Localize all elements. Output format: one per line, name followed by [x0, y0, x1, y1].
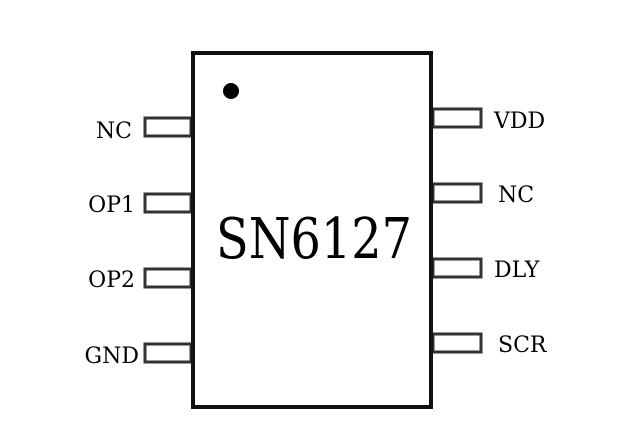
right-pin-2: NC	[431, 182, 534, 208]
pin1-marker-dot	[223, 83, 239, 99]
chip-body	[191, 51, 433, 409]
pin-label: VDD	[493, 109, 545, 134]
pin-label: NC	[96, 119, 132, 144]
right-pins: VDD NC DLY SCR	[431, 107, 548, 358]
left-pin-3: OP2	[88, 267, 193, 293]
left-pins: NC OP1 OP2 GND	[85, 116, 193, 369]
pin-lead	[431, 107, 483, 129]
left-pin-4: GND	[85, 342, 193, 369]
right-pin-3: DLY	[431, 257, 540, 283]
pin-lead	[143, 192, 193, 214]
pin-label: DLY	[494, 258, 540, 283]
pin-label: NC	[498, 183, 534, 208]
pin-lead	[431, 257, 483, 279]
right-pin-1: VDD	[431, 107, 545, 134]
pin-label: SCR	[498, 333, 548, 358]
left-pin-2: OP1	[88, 192, 193, 218]
pin-lead	[431, 332, 483, 354]
pin-lead	[143, 342, 193, 364]
pin-lead	[143, 116, 193, 138]
pin-label: GND	[85, 344, 139, 369]
pin-label: OP2	[88, 268, 135, 293]
pin-lead	[143, 267, 193, 289]
pin-lead	[431, 182, 483, 204]
chip-part-number: SN6127	[216, 207, 412, 272]
right-pin-4: SCR	[431, 332, 548, 358]
left-pin-1: NC	[96, 116, 193, 144]
pin-label: OP1	[88, 193, 135, 218]
